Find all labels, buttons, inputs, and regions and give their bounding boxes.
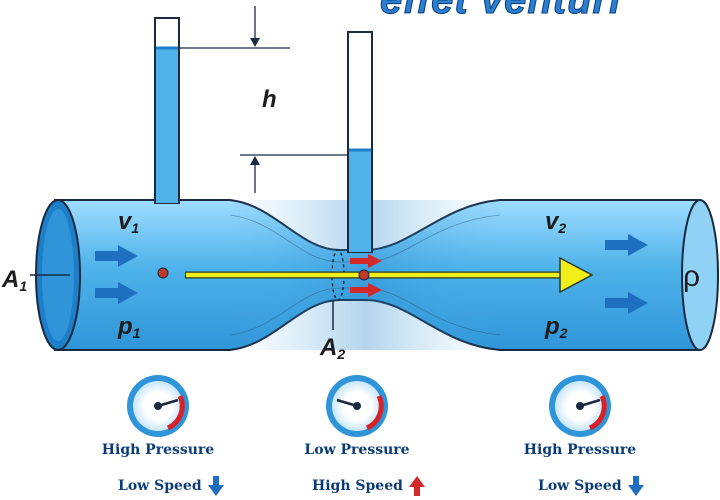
- gauge-3-pressure: High Pressure: [523, 442, 637, 458]
- label-v2: v2: [545, 208, 567, 236]
- arrow-up-icon: [408, 476, 425, 496]
- gauge-3-speed: Low Speed: [538, 476, 644, 496]
- h-arrow-bottom-head: [250, 156, 260, 165]
- red-arrow-throat-lower: [350, 283, 382, 297]
- gauge-2: [326, 375, 388, 437]
- arrow-down-icon: [207, 476, 224, 496]
- label-rho: ρ: [683, 260, 701, 293]
- red-arrow-throat-upper: [350, 254, 382, 268]
- gauge-3: [549, 375, 611, 437]
- diagram-title: effet venturi: [379, 0, 622, 23]
- blue-arrow-right-upper: [605, 234, 648, 256]
- tube-1-water: [156, 48, 178, 203]
- label-a2: A2: [320, 334, 346, 362]
- label-p1: p1: [118, 313, 141, 341]
- label-p2: p2: [545, 313, 568, 341]
- particle-1: [157, 267, 169, 279]
- gauge-2-speed: High Speed: [312, 476, 425, 496]
- h-arrow-top-head: [250, 38, 260, 47]
- blue-arrow-right-lower: [605, 292, 648, 314]
- label-v1: v1: [118, 208, 140, 236]
- gauge-2-pressure: Low Pressure: [304, 442, 410, 458]
- tube-2-water: [349, 150, 371, 252]
- label-h: h: [262, 86, 277, 113]
- gauge-1: [127, 375, 189, 437]
- particle-2: [358, 269, 370, 281]
- blue-arrow-left-upper: [95, 245, 138, 267]
- arrow-down-icon: [627, 476, 644, 496]
- label-a1: A1: [2, 266, 28, 294]
- flow-arrow-head: [559, 256, 594, 294]
- outlet-opening: [681, 199, 719, 351]
- gauge-1-pressure: High Pressure: [101, 442, 215, 458]
- blue-arrow-left-lower: [95, 282, 138, 304]
- gauge-1-speed: Low Speed: [118, 476, 224, 496]
